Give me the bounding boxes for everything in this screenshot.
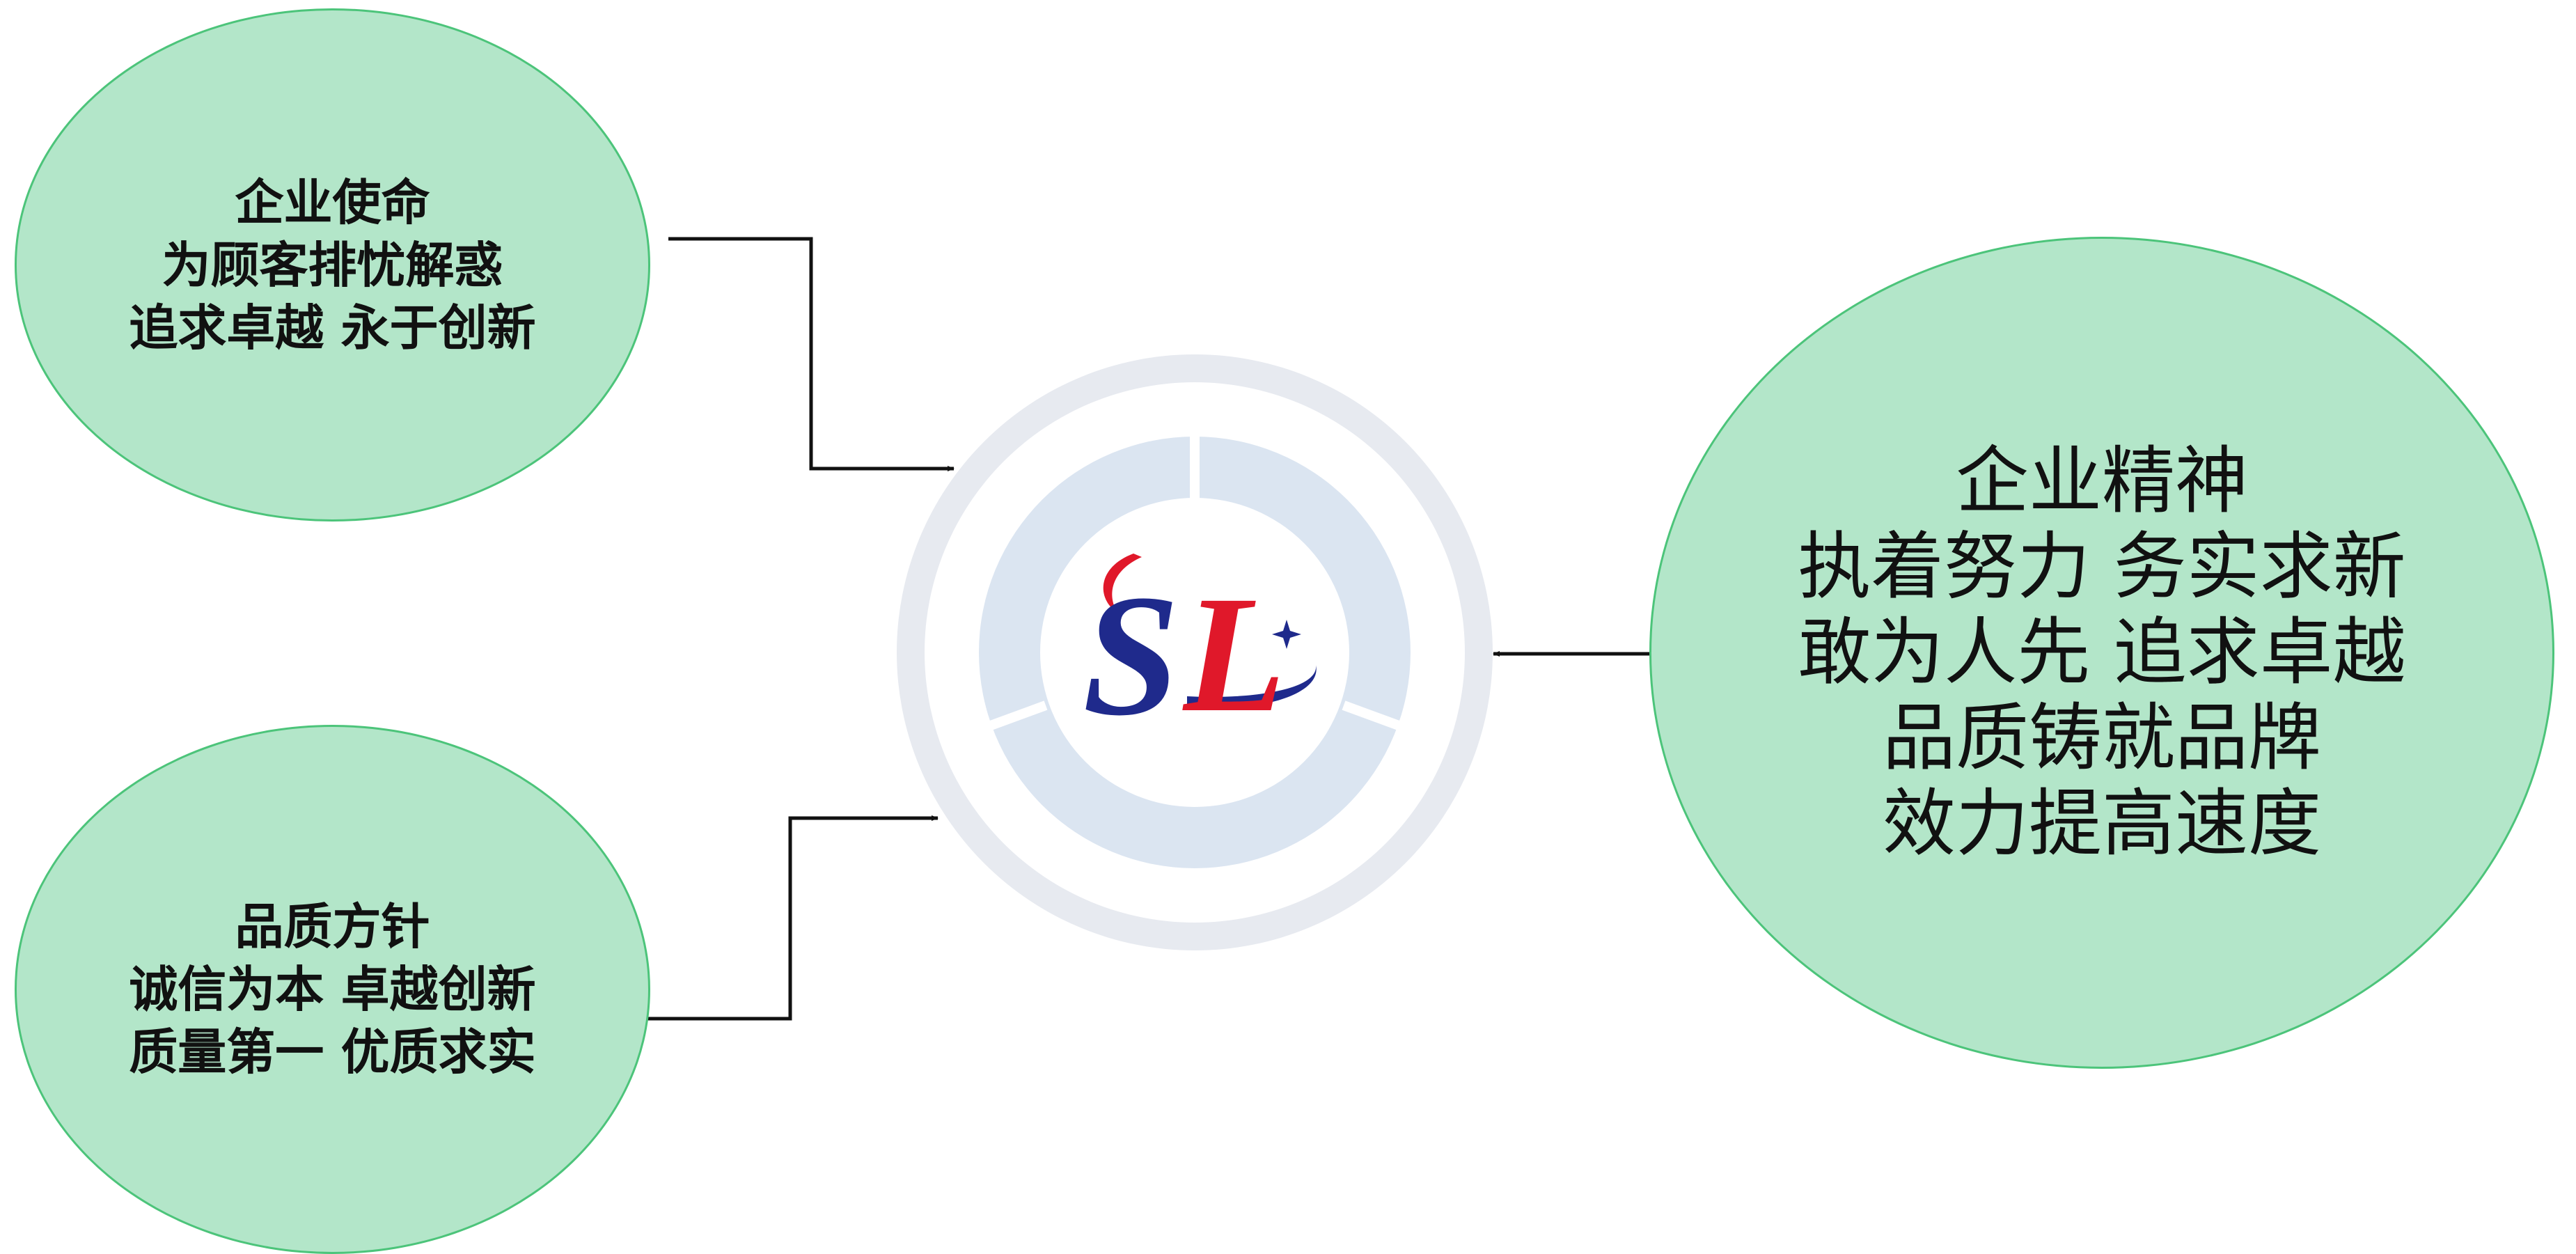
mission-bubble: 企业使命 为顾客排忧解惑 追求卓越 永于创新 [15, 8, 650, 522]
sl-logo: S L [1083, 554, 1317, 752]
logo-letter-s: S [1083, 559, 1179, 752]
logo-swoosh-blue [1187, 665, 1317, 709]
quality-line-2: 质量第一 优质求实 [129, 1024, 536, 1081]
quality-title: 品质方针 [235, 898, 430, 955]
spirit-line-1: 执着努力 务实求新 [1798, 524, 2406, 609]
mission-line-2: 追求卓越 永于创新 [129, 299, 536, 356]
center-hub [897, 354, 1493, 950]
spirit-line-2: 敢为人先 追求卓越 [1798, 610, 2406, 695]
mission-title: 企业使命 [235, 173, 430, 231]
mission-line-1: 为顾客排忧解惑 [162, 236, 503, 294]
logo-swoosh-red [1103, 554, 1142, 613]
quality-bubble: 品质方针 诚信为本 卓越创新 质量第一 优质求实 [15, 725, 650, 1254]
mission-connector-arrow [668, 237, 955, 471]
spirit-line-4: 效力提高速度 [1882, 781, 2321, 866]
logo-letter-l: L [1182, 561, 1286, 746]
spirit-bubble: 企业精神 执着努力 务实求新 敢为人先 追求卓越 品质铸就品牌 效力提高速度 [1649, 237, 2554, 1069]
spirit-line-3: 品质铸就品牌 [1882, 696, 2321, 781]
star-icon [1272, 620, 1301, 649]
quality-connector-arrow [646, 815, 938, 1021]
spirit-title: 企业精神 [1955, 439, 2248, 524]
quality-line-1: 诚信为本 卓越创新 [129, 961, 536, 1018]
